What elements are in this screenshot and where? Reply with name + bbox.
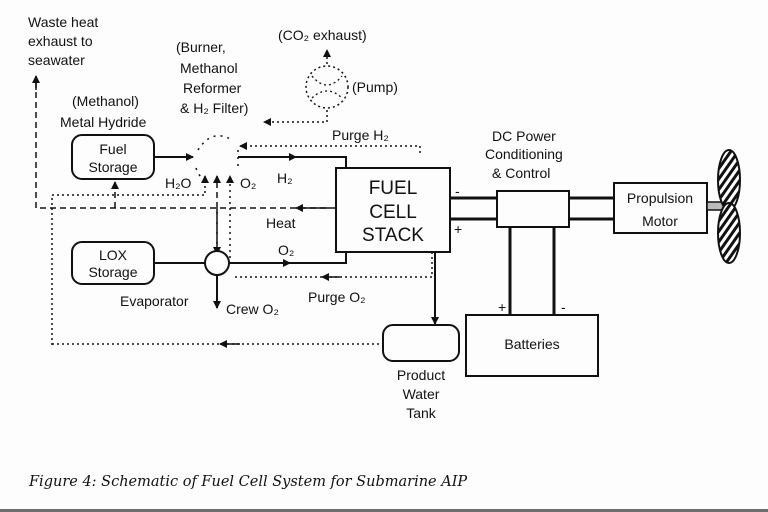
burner-reformer-outline xyxy=(195,135,239,181)
figure-caption: Figure 4: Schematic of Fuel Cell System … xyxy=(28,474,467,490)
burner-line-4: & H₂ Filter) xyxy=(180,100,248,116)
dc-power-label: DC Power Conditioning & Control xyxy=(485,128,563,181)
battery-plus-terminal: + xyxy=(498,299,506,315)
lox-storage-box: LOX Storage xyxy=(71,241,155,285)
purge-o2-label: Purge O₂ xyxy=(308,289,366,305)
stack-line-1: FUEL xyxy=(369,178,418,199)
o2-to-burner-label: O₂ xyxy=(240,175,256,191)
waste-heat-line-2: exhaust to xyxy=(28,33,93,49)
heat-label: Heat xyxy=(266,215,296,231)
burner-line-1: (Burner, xyxy=(176,39,226,55)
batteries-label: Batteries xyxy=(504,336,559,352)
evaporator-symbol xyxy=(204,250,230,276)
stack-plus-terminal: + xyxy=(454,221,462,237)
stack-minus-terminal: - xyxy=(455,183,460,199)
dc-power-line-3: & Control xyxy=(492,165,550,181)
co2-exhaust-label: (CO₂ exhaust) xyxy=(278,27,367,43)
burner-to-pump-line xyxy=(263,110,328,126)
batteries-box xyxy=(465,314,599,377)
stack-line-3: STACK xyxy=(362,225,424,246)
h2o-return-line xyxy=(51,175,209,345)
fuel-storage-box: Fuel Storage xyxy=(71,134,155,180)
page-bottom-border xyxy=(0,509,768,512)
purge-h2-line xyxy=(239,142,421,153)
methanol-label: (Methanol) xyxy=(72,93,139,109)
fuel-cell-stack-box: FUEL CELL STACK xyxy=(335,167,451,253)
propeller-icon xyxy=(717,149,741,264)
fuel-storage-line-1: Fuel xyxy=(99,141,126,157)
waste-heat-line-1: Waste heat xyxy=(28,14,98,30)
burner-line-2: Methanol xyxy=(180,60,238,76)
motor-line-1: Propulsion xyxy=(627,190,693,206)
dc-power-line-2: Conditioning xyxy=(485,146,563,162)
burner-line-3: Reformer xyxy=(183,80,242,96)
pump-label: (Pump) xyxy=(352,79,398,95)
fuel-storage-line-2: Storage xyxy=(88,159,137,175)
propulsion-motor-box: Propulsion Motor xyxy=(613,182,708,234)
purge-o2-line xyxy=(232,252,433,278)
h2o-label: H₂O xyxy=(165,175,192,191)
heat-line xyxy=(35,78,336,209)
lox-storage-line-1: LOX xyxy=(99,247,128,263)
purge-h2-label: Purge H₂ xyxy=(332,127,389,143)
stack-line-2: CELL xyxy=(369,202,417,223)
metal-hydride-label: Metal Hydride xyxy=(60,114,147,130)
burner-label: (Burner, Methanol Reformer & H₂ Filter) xyxy=(176,39,248,116)
tank-line-2: Water xyxy=(403,386,440,402)
h2-label: H₂ xyxy=(277,170,293,186)
product-water-tank-label: Product Water Tank xyxy=(397,367,445,421)
dc-power-box xyxy=(496,190,570,228)
o2-to-stack-label: O₂ xyxy=(278,242,294,258)
evaporator-label: Evaporator xyxy=(120,293,189,309)
lox-storage-line-2: Storage xyxy=(88,264,137,280)
product-water-tank xyxy=(382,324,460,362)
motor-line-2: Motor xyxy=(642,213,678,229)
crew-o2-label: Crew O₂ xyxy=(226,301,279,317)
tank-line-1: Product xyxy=(397,367,445,383)
pump-symbol xyxy=(305,65,349,109)
tank-line-3: Tank xyxy=(406,405,437,421)
battery-minus-terminal: - xyxy=(561,299,566,315)
waste-heat-line-3: seawater xyxy=(28,52,85,68)
dc-power-line-1: DC Power xyxy=(492,128,556,144)
waste-heat-label: Waste heat exhaust to seawater xyxy=(28,14,98,68)
h2-supply-line xyxy=(238,156,347,168)
